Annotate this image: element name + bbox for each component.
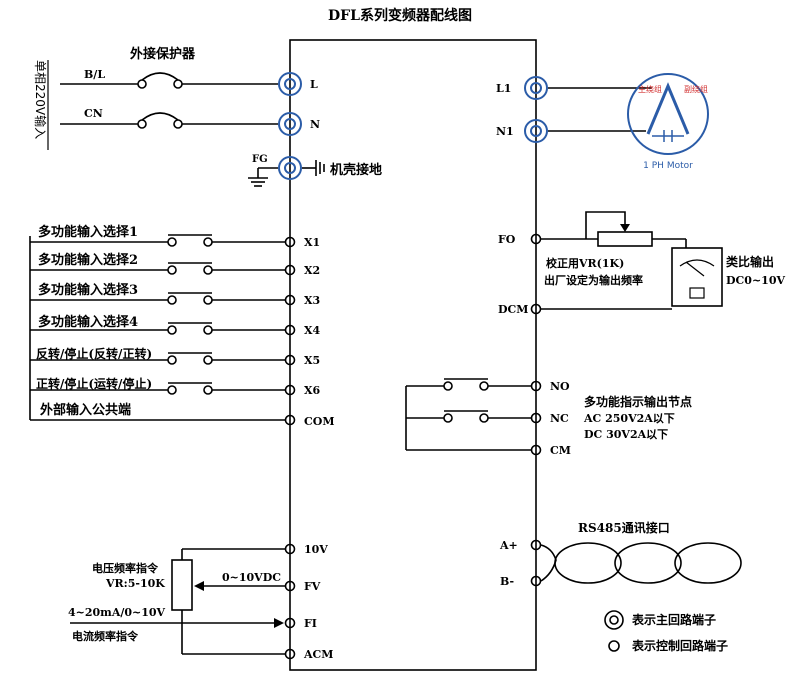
vr-label: VR:5-10K [105,577,165,590]
current-cmd-label: 电流频率指令 [72,629,139,643]
input-x2-circuit [30,262,296,276]
relay-circuit [405,378,531,451]
terminal-X3-label: X3 [304,294,320,307]
power-input-label: 单相220V输入 [33,60,48,139]
terminal-N [278,112,302,136]
relay-ac-label: AC 250V2A以下 [583,412,675,425]
terminal-NO-label: NO [550,380,570,393]
terminal-NC [530,412,542,424]
motor-wiring [548,87,652,132]
terminal-FV-label: FV [304,580,321,593]
terminal-CM [530,444,542,456]
terminal-L1-label: L1 [496,82,511,95]
legend-main-label: 表示主回路端子 [631,612,716,627]
terminal-Bminus [530,575,542,587]
input-x3-circuit [30,292,296,306]
terminal-L-label: L [310,78,318,91]
terminal-FG [278,156,302,180]
terminal-NC-label: NC [550,412,569,425]
terminal-X1-label: X1 [304,236,320,249]
voltage-cmd-label: 电压频率指令 [92,561,159,575]
terminal-DCM-label: DCM [498,303,528,316]
terminal-X6-label: X6 [304,384,321,397]
fo-output-circuit [541,211,723,310]
input-x4-label: 多功能输入选择4 [38,314,138,330]
terminal-FV [284,580,296,592]
terminal-Aplus-label: A+ [499,539,518,552]
ground-label: 机壳接地 [330,162,382,178]
terminal-L [278,72,302,96]
input-x6-label: 正转/停止(运转/停止) [36,376,152,391]
input-com-label: 外部输入公共端 [39,402,131,418]
fg-label: FG [252,154,268,165]
voltage-pot-circuit [171,548,285,655]
motor-label: 1 PH Motor [643,161,693,171]
aux-winding-label: 副绕组 [684,84,708,94]
analog-range-label: DC0~10V [726,274,785,287]
breaker-contact-2 [173,79,183,89]
legend-control-label: 表示控制回路端子 [631,638,728,653]
terminal-N-label: N [310,118,320,131]
input-x2-label: 多功能输入选择2 [38,252,138,268]
cn-label: CN [84,107,103,120]
breaker-arc-2 [141,112,179,121]
terminal-FO-label: FO [498,233,516,246]
terminal-N1 [524,119,548,143]
terminal-10V-label: 10V [304,543,328,556]
analog-out-label: 类比输出 [726,254,774,269]
diagram-title: DFL系列变频器配线图 [328,7,472,24]
breaker-label: 外接保护器 [129,46,196,62]
breaker-contact-4 [173,119,183,129]
input-x1-circuit [30,234,296,248]
input-com-circuit [30,414,296,426]
terminal-X4-label: X4 [304,324,321,337]
terminal-COM-label: COM [304,415,335,428]
terminal-FO [530,233,542,245]
terminal-FI-label: FI [304,617,317,630]
input-x4-circuit [30,322,296,336]
terminal-N1-label: N1 [496,125,514,138]
terminal-Aplus [530,539,542,551]
current-range-label: 4~20mA/0~10V [68,606,166,619]
input-x5-label: 反转/停止(反转/正转) [36,346,152,361]
input-x5-circuit [30,352,296,366]
terminal-ACM [284,648,296,660]
input-x3-label: 多功能输入选择3 [38,282,138,298]
terminal-CM-label: CM [550,444,571,457]
terminal-X2-label: X2 [304,264,320,277]
breaker-contact-1 [137,79,147,89]
input-x1-label: 多功能输入选择1 [38,224,138,240]
control-terminal-legend-icon [608,640,620,652]
terminal-Bminus-label: B- [500,575,514,588]
relay-dc-label: DC 30V2A以下 [584,428,668,441]
calib-label: 校正用VR(1K) [546,256,624,270]
motor-icon [627,73,709,155]
terminal-10V [284,543,296,555]
relay-desc-label: 多功能指示输出节点 [584,394,692,409]
terminal-NO [530,380,542,392]
breaker-arc-1 [141,72,179,81]
main-winding-label: 主绕组 [638,84,662,94]
ground-icon [248,177,268,187]
factory-setting-label: 出厂设定为输出频率 [544,273,643,287]
main-terminal-legend-icon [604,610,624,630]
terminal-FI [284,617,296,629]
chassis-ground-icon [302,160,325,176]
rs485-label: RS485通讯接口 [578,520,670,535]
rs485-twisted-pair-icon [540,542,742,584]
terminal-ACM-label: ACM [303,648,333,661]
vdc-label: 0~10VDC [222,571,281,584]
current-input-circuit [70,618,284,628]
input-x6-circuit [30,382,296,396]
terminal-L1 [524,76,548,100]
bl-label: B/L [84,68,105,81]
terminal-X5-label: X5 [304,354,320,367]
terminal-DCM [530,303,542,315]
breaker-contact-3 [137,119,147,129]
